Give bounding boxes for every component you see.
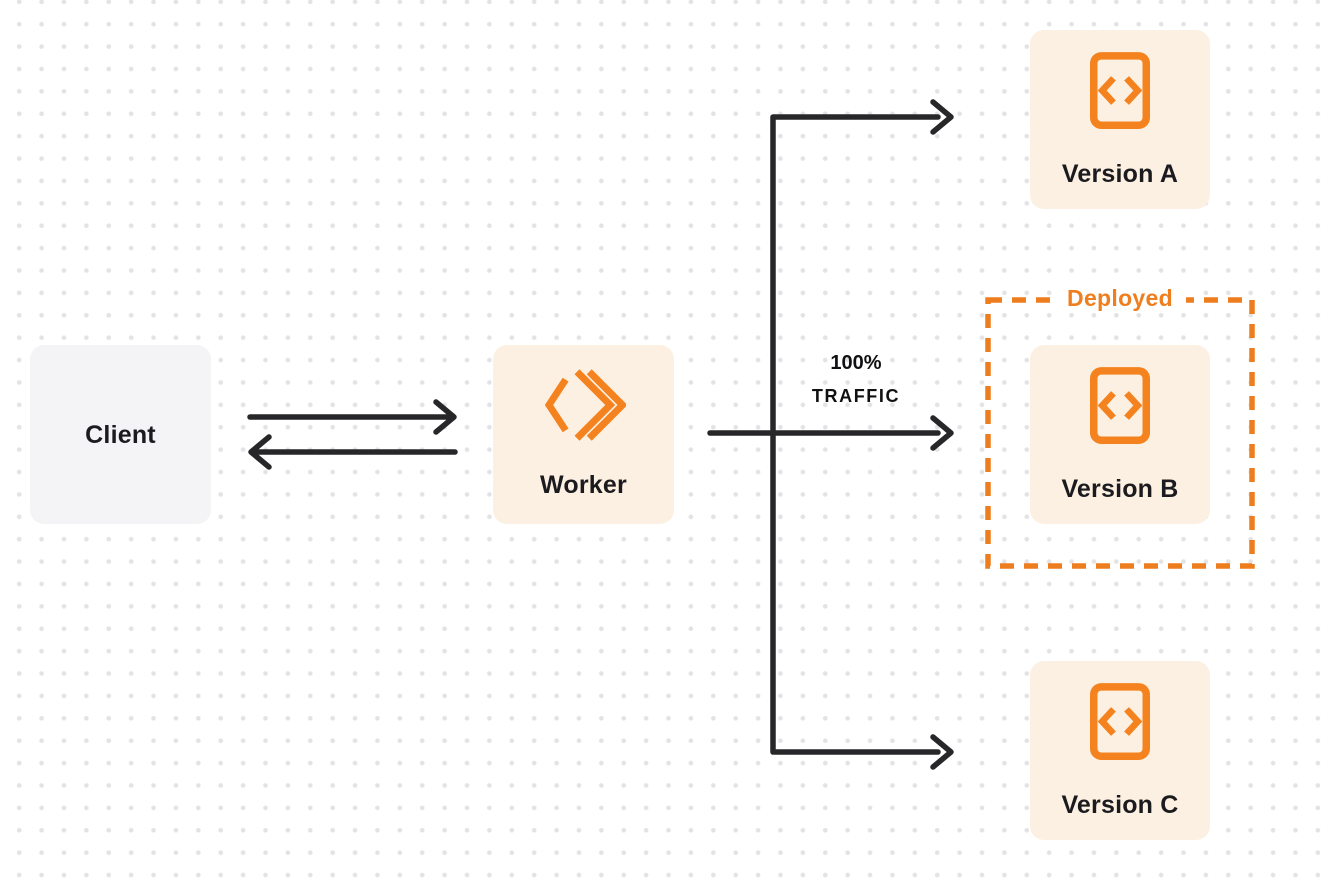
- client-label: Client: [85, 420, 156, 449]
- version-c-node: Version C: [1030, 661, 1210, 840]
- arrow-head-version-c: [930, 734, 954, 770]
- traffic-percent-text: 100%: [830, 352, 882, 374]
- version-b-label: Version B: [1061, 475, 1179, 503]
- code-file-icon: [1090, 52, 1150, 134]
- deployed-frame: Deployed: [985, 284, 1255, 569]
- worker-label: Worker: [540, 471, 627, 499]
- traffic-label: 100% TRAFFIC: [790, 350, 922, 409]
- deployed-label: Deployed: [1054, 284, 1186, 312]
- version-c-label: Version C: [1061, 791, 1179, 819]
- worker-to-client-arrow: [248, 434, 458, 470]
- worker-node: Worker: [493, 345, 674, 524]
- code-file-icon: [1090, 367, 1150, 449]
- version-a-node: Version A: [1030, 30, 1210, 209]
- client-to-worker-arrow: [247, 399, 457, 435]
- arrow-head-version-a: [930, 99, 954, 135]
- version-b-node: Version B: [1030, 345, 1210, 524]
- client-node: Client: [30, 345, 211, 524]
- traffic-word-text: TRAFFIC: [811, 386, 901, 406]
- code-file-icon: [1090, 683, 1150, 765]
- traffic-trunk-line: [770, 114, 941, 755]
- worker-double-chevron-diamond-icon: [542, 365, 627, 450]
- arrow-head-version-b: [930, 415, 954, 451]
- version-a-label: Version A: [1061, 160, 1179, 188]
